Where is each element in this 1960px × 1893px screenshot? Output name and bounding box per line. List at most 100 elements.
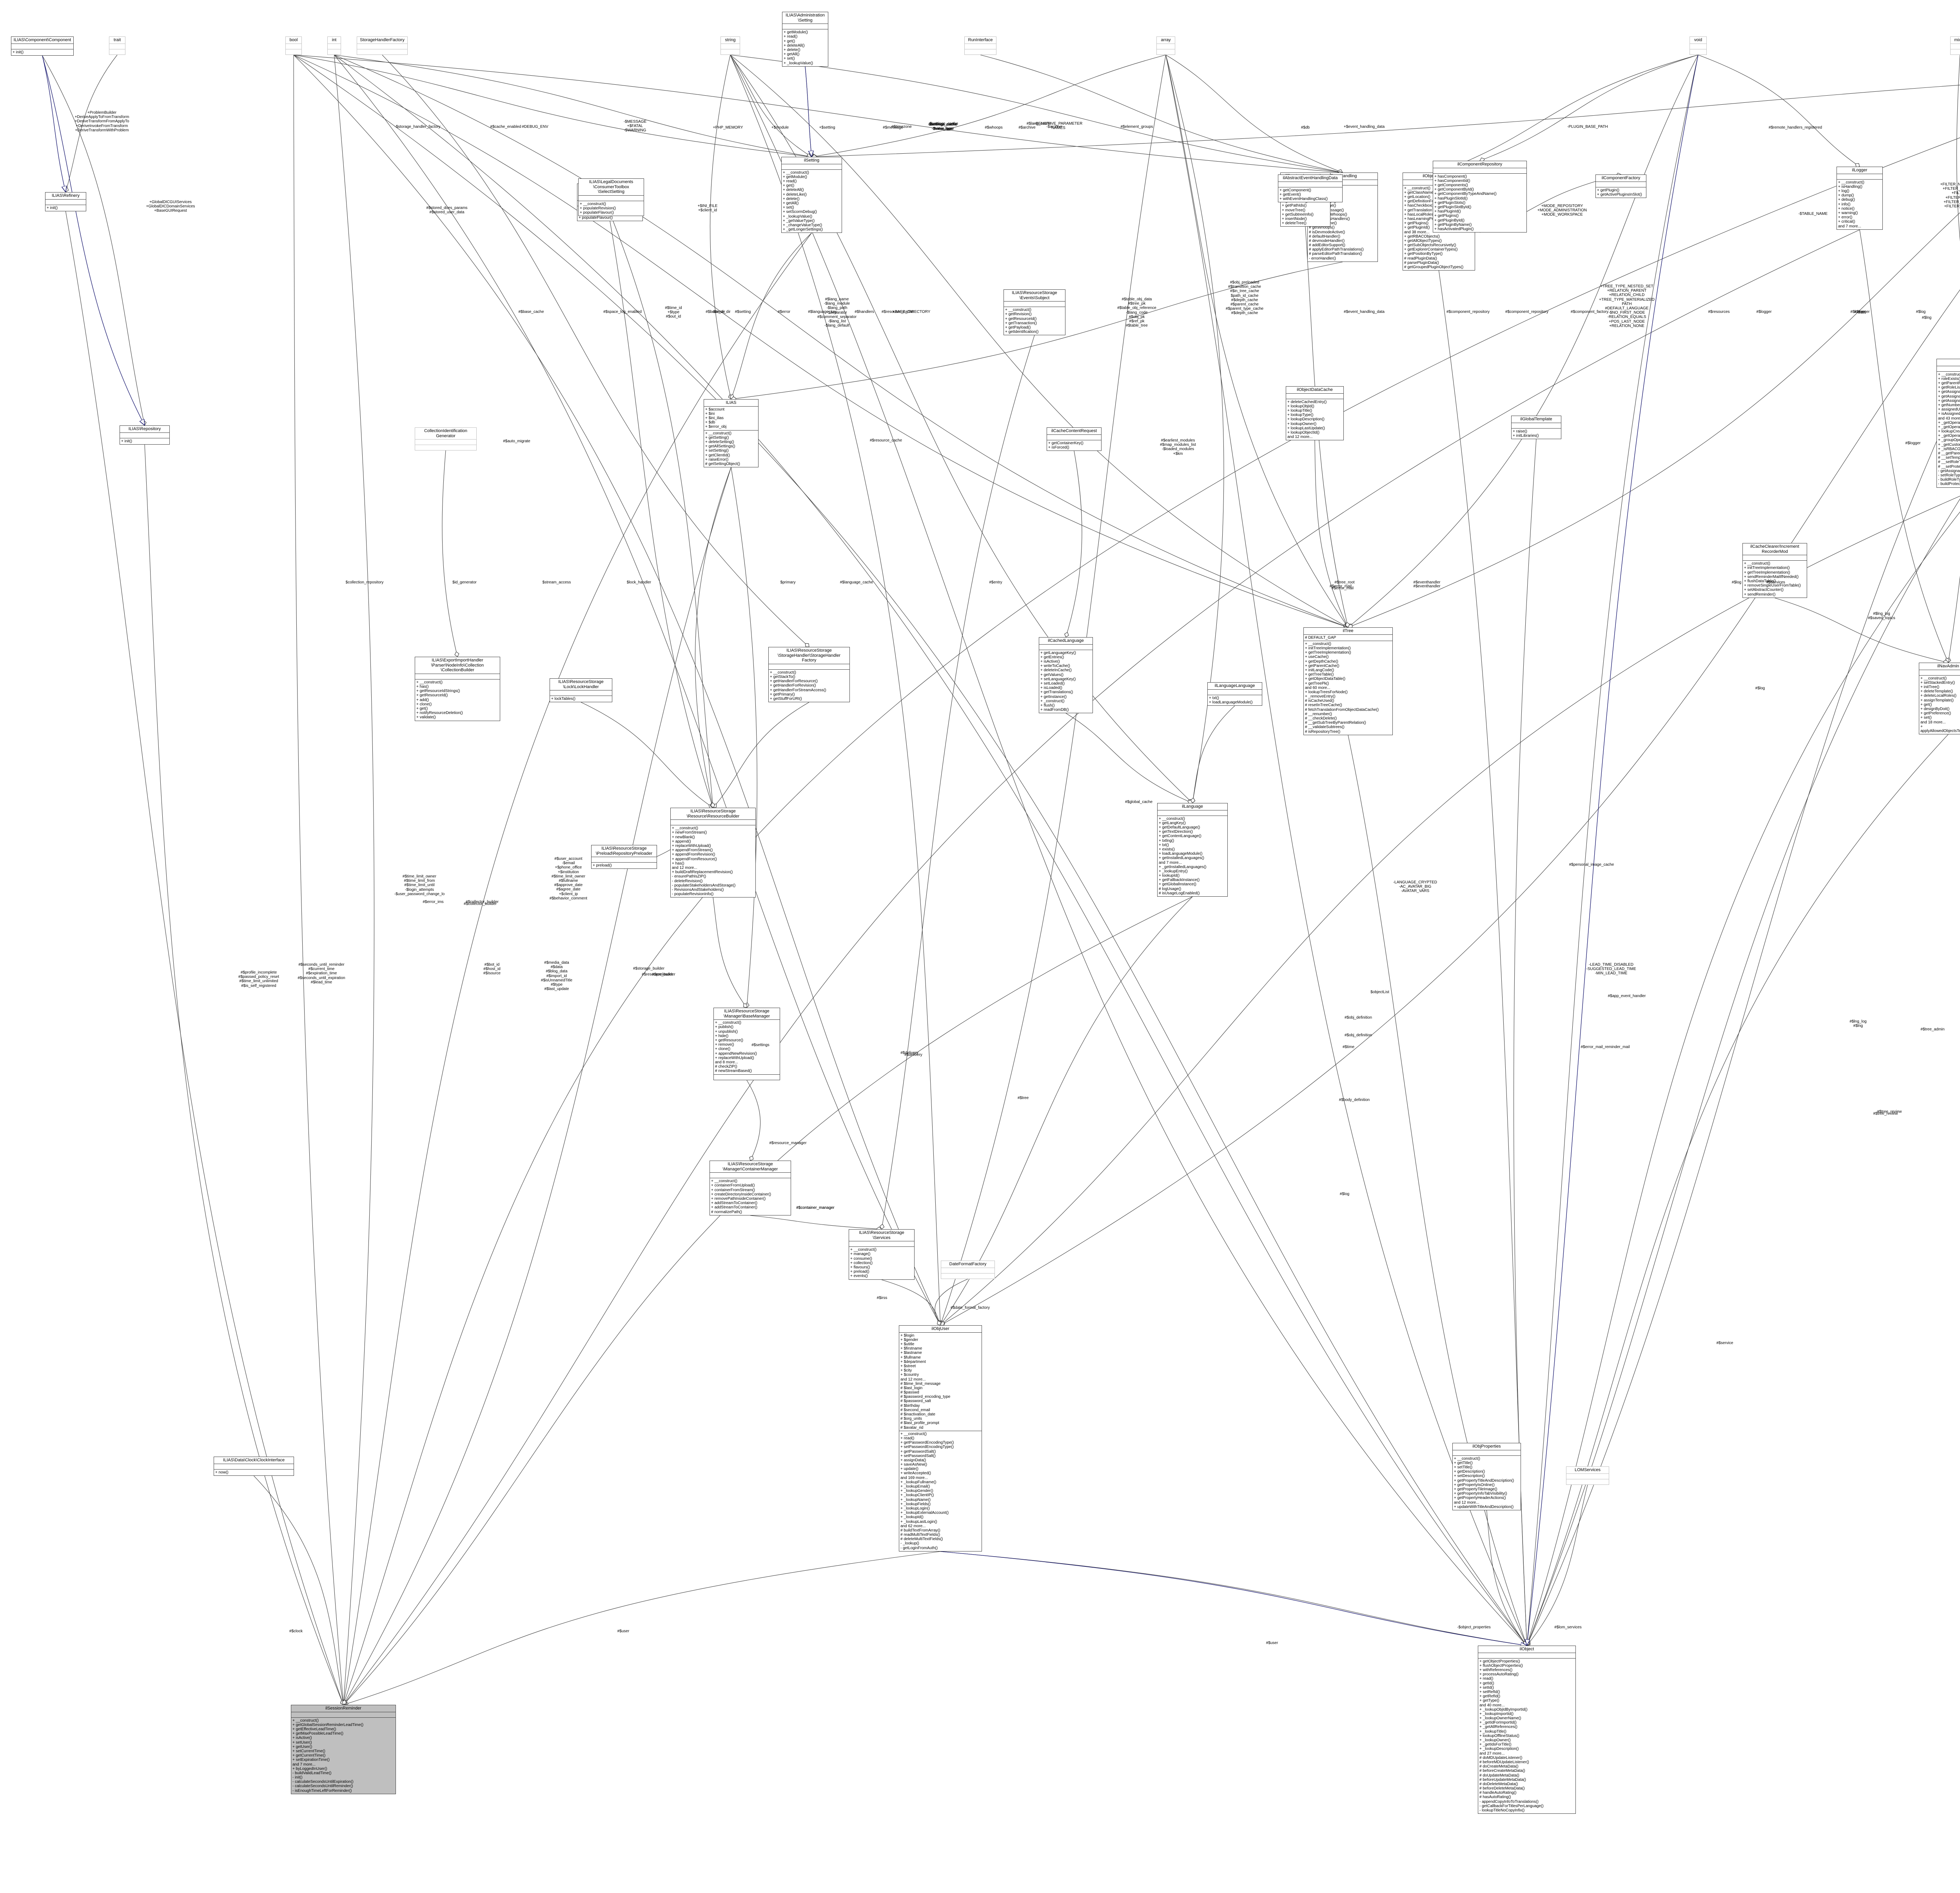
class-node-ilobjectdatacache[interactable]: ilObjectDataCache+ deleteCachedEntry() +… [1286, 386, 1344, 441]
class-name: ILIAS\LegalDocuments \ConsumerToolbox \S… [579, 179, 644, 196]
class-name: ilObjProperties [1453, 1443, 1521, 1450]
class-node-ilrbacreview[interactable]: ilRbacReview+ __construct() + roleExists… [1936, 359, 1960, 488]
edge-label: -$TABLE_NAME [1798, 212, 1828, 216]
edge-label: #$clock [289, 1629, 303, 1633]
class-name: ilCacheClearer/Increment RecorderMod [1743, 543, 1807, 556]
edge-label: #$handlers [855, 310, 874, 314]
edge-label: #$lang_cache [1026, 122, 1051, 126]
edge-label: #$whoops [985, 125, 1003, 130]
class-name: ilSessionReminder [291, 1705, 396, 1712]
class-node-ilias-exportimporthandler-parser-nodeinfo-collec[interactable]: ILIAS\ExportImportHandler \Parser\NodeIn… [415, 657, 500, 721]
class-node-ilias-resourcestorage-manager-containermanager[interactable]: ILIAS\ResourceStorage \Manager\Container… [710, 1161, 791, 1215]
class-attributes [357, 44, 407, 49]
edge-label: #$seconds_until_reminder #$current_time … [298, 963, 345, 985]
class-node-ilobjuser[interactable]: ilObjUser+ $login + $gender + $utitle + … [899, 1325, 982, 1551]
edge-label: $lock_handler [626, 580, 652, 585]
class-node-ilias-legaldocuments-consumertoolbox-selectsetti[interactable]: ILIAS\LegalDocuments \ConsumerToolbox \S… [578, 178, 644, 216]
class-node-ilglobaltemplate[interactable]: ilGlobalTemplate+ raise() + initLibrarie… [1511, 416, 1561, 440]
class-node-ilias-refinery[interactable]: ILIAS\Refinery+ init() [45, 192, 86, 211]
class-node-iltree[interactable]: ilTree# DEFAULT_GAP+ __construct() + ini… [1303, 627, 1393, 735]
class-node-illanguage[interactable]: ilLanguage+ __construct() + getLangKey()… [1157, 803, 1228, 897]
class-name: ILIAS\Data\Clock\ClockInterface [214, 1457, 294, 1464]
class-node-collectionidentification-generator[interactable]: CollectionIdentification Generator [415, 427, 477, 451]
class-node-string[interactable]: string [720, 36, 740, 55]
class-attributes [1286, 394, 1343, 399]
class-node-ilobjproperties[interactable]: ilObjProperties+ __construct() + getTitl… [1452, 1443, 1521, 1510]
class-node-ilsetting[interactable]: ilSetting+ __construct() + getModule() +… [781, 157, 842, 233]
class-node-int[interactable]: int [327, 36, 341, 55]
class-node-ilcomponentfactory[interactable]: ilComponentFactory+ getPlugin() + getAct… [1595, 174, 1646, 198]
class-node-ilias-data-clock-clockinterface[interactable]: ILIAS\Data\Clock\ClockInterface+ now() [214, 1457, 294, 1476]
class-node-trait[interactable]: trait [109, 36, 125, 55]
class-operations: + __construct() + read() + getPasswordEn… [900, 1432, 954, 1550]
class-node-ilias-resourcestorage-lock-lockhandler[interactable]: ILIAS\ResourceStorage \Lock\LockHandler+… [550, 678, 612, 703]
class-name: mixed [1951, 37, 1960, 44]
class-node-ilias-resourcestorage-preload-repositorypreloade[interactable]: ILIAS\ResourceStorage \Preload\Repositor… [591, 845, 657, 869]
class-operations: + __construct() + populateRevision() + p… [580, 202, 616, 215]
class-attributes [671, 820, 755, 826]
class-attributes [120, 433, 169, 438]
class-node-ilias-resourcestorage-manager-basemanager[interactable]: ILIAS\ResourceStorage \Manager\BaseManag… [713, 1008, 780, 1080]
class-attributes [1308, 180, 1377, 185]
class-node-illogger[interactable]: ilLogger+ __construct() + isHandling() +… [1837, 167, 1883, 230]
class-operations [1157, 49, 1175, 55]
edge-label: #$logger [1850, 310, 1866, 314]
edge-label: #$logger [1756, 310, 1772, 314]
class-node-illanguagelanguage[interactable]: ilLanguageLanguage+ txt() + loadLanguage… [1207, 682, 1262, 706]
edge-label: #$resource_cache [869, 438, 902, 443]
class-node-ilias-resourcestorage-events-subject[interactable]: ILIAS\ResourceStorage \Events\Subject+ _… [1004, 289, 1065, 336]
class-operations: + __construct() + getStackTo() + getHand… [770, 670, 826, 701]
class-operations [1690, 49, 1706, 55]
edge-label: +$event_handling_data [1343, 125, 1385, 129]
class-node-lomservices[interactable]: LOMServices [1566, 1466, 1609, 1485]
class-node-ilnavadmin[interactable]: ilNavAdmin+ __construct() + setStackedEn… [1919, 663, 1960, 735]
edge-label: $settings_cache $view_type [928, 122, 957, 131]
class-node-ilobject[interactable]: ilObject+ getObjectProperties() + flushO… [1478, 1646, 1576, 1814]
class-node-void[interactable]: void [1690, 36, 1707, 55]
edge-label: #$container_manager [796, 1206, 835, 1210]
class-node-ilcomponentrepository[interactable]: ilComponentRepository+ hasComponent() + … [1433, 161, 1527, 233]
edge-label: #$personal_image_cache [1569, 863, 1614, 867]
class-node-mixed[interactable]: mixed [1950, 36, 1960, 55]
class-name: ILIAS [704, 400, 758, 407]
class-name: trait [109, 37, 125, 44]
edge-label: #$preloader [652, 972, 673, 977]
class-attributes [286, 44, 301, 49]
class-node-ilsessionreminder[interactable]: ilSessionReminder+ __construct() + getGl… [291, 1705, 396, 1794]
edge-label: -$MESSAGE +$FATAL -$WARNING [623, 120, 647, 133]
class-attributes [1919, 670, 1960, 676]
class-name: ILIAS\Administration \Setting [782, 12, 828, 24]
class-node-ilias-resourcestorage-storagehandler-storagehand[interactable]: ILIAS\ResourceStorage \StorageHandler\St… [768, 647, 850, 703]
edge-label: #$log [1755, 686, 1765, 690]
class-node-runinterface[interactable]: RunInterface [964, 36, 996, 55]
class-node-ilias[interactable]: ILIAS+ $account + $ini + $ini_ilias + $d… [704, 399, 759, 468]
edge-label: #$obj_definition [1344, 1033, 1372, 1037]
edge-label: #$setting [735, 310, 751, 314]
class-operations: + __construct() + getLangKey() + getDefa… [1159, 816, 1207, 896]
class-node-ilias-administration-setting[interactable]: ILIAS\Administration \Setting+ getModule… [782, 12, 828, 67]
class-node-ilias-resourcestorage-services[interactable]: ILIAS\ResourceStorage \Services+ __const… [849, 1229, 915, 1280]
class-attributes [1278, 182, 1342, 187]
class-node-ilcacheclearer/increment-recordermod[interactable]: ilCacheClearer/Increment RecorderMod+ __… [1742, 543, 1807, 598]
edge-label: #$app_event_handler [1608, 994, 1646, 998]
edge-label: #$error_ims [423, 900, 444, 904]
class-node-ilcachedlanguage[interactable]: ilCachedLanguage+ getLanguageKey() + get… [1039, 637, 1093, 714]
edge-label: #$language_cache [840, 580, 873, 585]
class-operations: + __construct() + containerFromUpload() … [711, 1179, 771, 1214]
class-node-ilias-component-component[interactable]: ILIAS\Component\Component+ init() [11, 36, 74, 56]
class-node-ilias-resourcestorage-resource-resourcebuilder[interactable]: ILIAS\ResourceStorage \Resource\Resource… [670, 808, 756, 898]
class-node-dateformatfactory[interactable]: DateFormatFactory [941, 1261, 995, 1279]
edge-label: #$log [1916, 310, 1926, 314]
class-node-bool[interactable]: bool [285, 36, 302, 55]
class-operations [965, 49, 996, 55]
class-node-ilcachecontentrequest[interactable]: ilCacheContentRequest+ getContainerKey()… [1047, 427, 1102, 451]
class-name: ilAbstractEventHandlingData [1278, 175, 1342, 182]
class-node-ilabstracteventhandlingdata[interactable]: ilAbstractEventHandlingData+ getComponen… [1278, 174, 1343, 203]
class-operations: + __construct() + initTreeImplementation… [1305, 641, 1379, 734]
class-operations: + preload() [593, 863, 612, 868]
class-node-ilias-repository[interactable]: ILIAS\Repository+ init() [120, 425, 170, 445]
class-node-array[interactable]: array [1156, 36, 1175, 55]
edge-label: $objectList [1370, 990, 1389, 994]
class-operations: + __construct() + newFromStream() + newB… [672, 826, 736, 897]
class-node-storagehandlerfactory[interactable]: StorageHandlerFactory [357, 36, 408, 55]
